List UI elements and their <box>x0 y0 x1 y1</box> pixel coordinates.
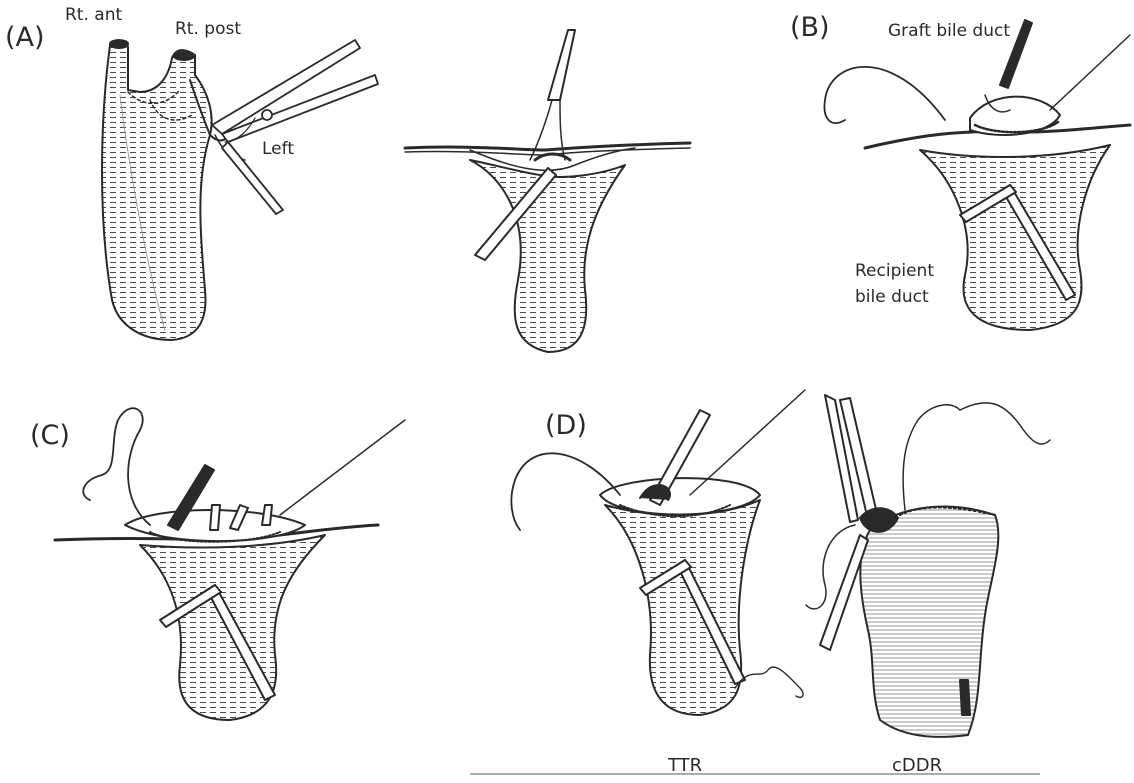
scissors <box>212 40 378 214</box>
panel-a-drawing <box>102 40 378 340</box>
panel-a-letter: (A) <box>5 22 45 53</box>
label-recipient-bile-duct: bile duct <box>855 288 929 308</box>
panel-d-letter: (D) <box>545 410 587 441</box>
label-right-posterior: Rt. post <box>175 20 241 40</box>
signature <box>735 667 803 697</box>
needle-thread <box>690 390 805 495</box>
panel-c-letter: (C) <box>30 420 70 451</box>
panel-c-drawing <box>55 408 405 720</box>
stay-suture-top <box>548 30 575 100</box>
panel-a-second-drawing <box>405 30 690 352</box>
bile-duct-bifurcation <box>102 40 245 340</box>
recipient-duct <box>920 145 1110 330</box>
duct-stump <box>860 507 998 737</box>
suture-loop <box>824 67 945 123</box>
label-left: Left <box>262 140 294 160</box>
recipient-duct <box>470 160 625 352</box>
panel-b-letter: (B) <box>790 12 830 43</box>
suture-loop <box>83 408 150 525</box>
label-graft-bile-duct: Graft bile duct <box>888 22 1010 42</box>
label-recipient: Recipient <box>855 262 934 282</box>
caption-cddr: cDDR <box>892 756 942 777</box>
needle-thread <box>1050 35 1130 110</box>
panel-d-cddr-drawing <box>806 395 1050 737</box>
needle-thread <box>280 420 405 515</box>
caption-ttr: TTR <box>668 756 702 777</box>
label-right-anterior: Rt. ant <box>65 6 122 26</box>
panel-b-drawing <box>824 20 1130 330</box>
needle-thread <box>903 405 960 510</box>
